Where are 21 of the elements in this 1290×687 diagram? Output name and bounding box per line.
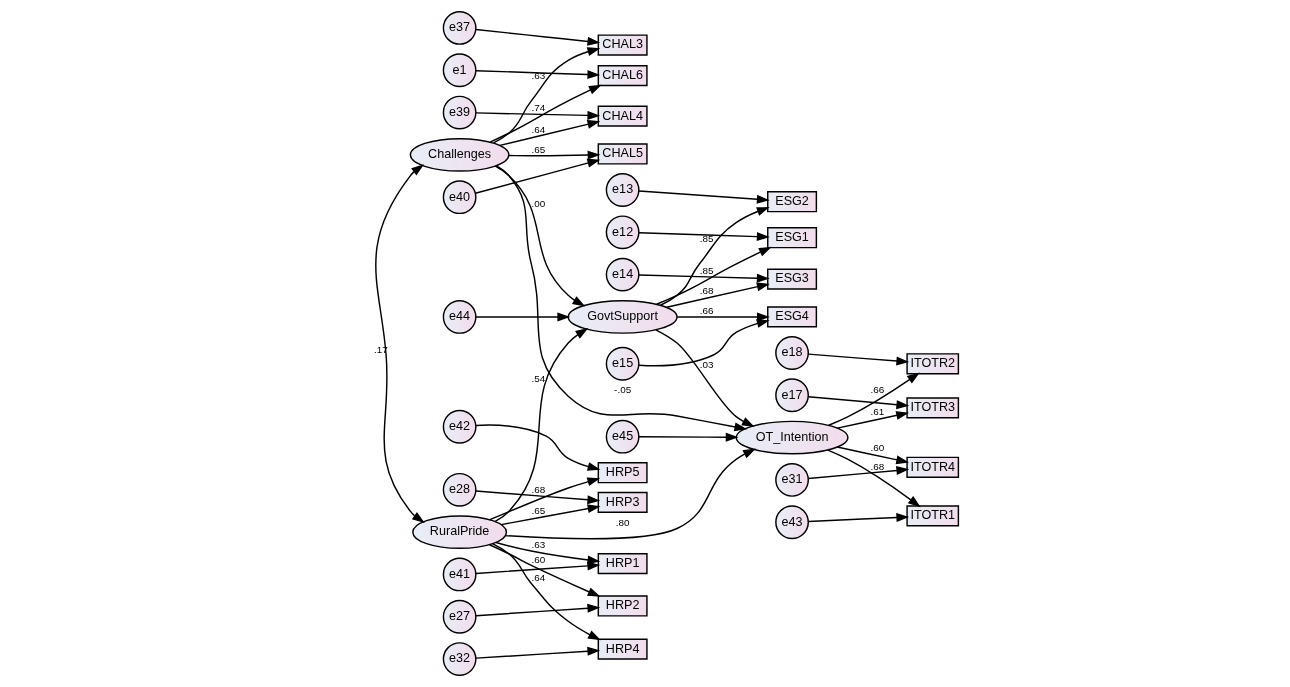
edge-label: .66: [699, 305, 714, 317]
edge-label: .65: [531, 504, 546, 516]
edge-label: .65: [531, 143, 546, 155]
edge-label: .03: [699, 359, 714, 371]
edge-label: .54: [531, 372, 546, 384]
edge-label: .63: [531, 539, 546, 551]
edge-label: -.05: [614, 384, 632, 396]
edge-label: .80: [615, 516, 630, 528]
edge-label: .64: [531, 571, 546, 583]
edge-label: .61: [870, 405, 885, 417]
edge-label: .64: [531, 124, 546, 136]
edge-label: .68: [699, 285, 714, 297]
edge-label: .00: [531, 197, 546, 209]
edge-label: .85: [699, 233, 714, 245]
edge-label: .60: [531, 553, 546, 565]
edge-label: .66: [870, 384, 885, 396]
edge-label: .68: [531, 484, 546, 496]
edge-label: .85: [699, 264, 714, 276]
edge-label: .68: [870, 460, 885, 472]
edge-label: .74: [531, 101, 546, 113]
edge-label: .60: [870, 441, 885, 453]
